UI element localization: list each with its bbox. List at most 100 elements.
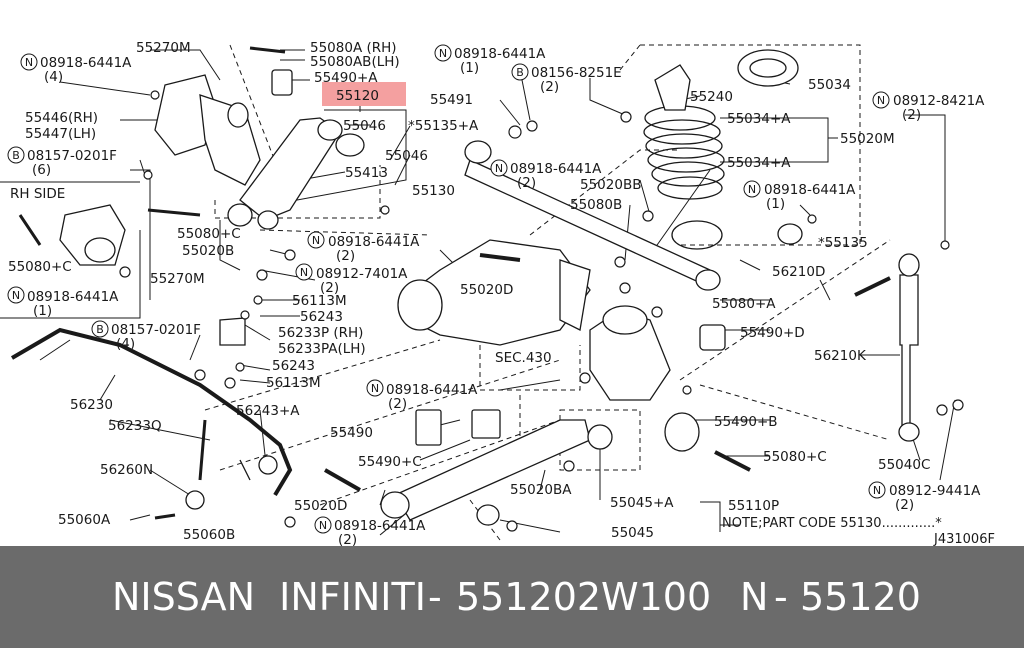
svg-text:B: B <box>516 66 524 79</box>
footer-part-number: 551202W100 <box>456 575 712 619</box>
label-qty-2g: (2) <box>895 497 914 513</box>
label-note: NOTE;PART CODE 55130.............* <box>722 516 942 531</box>
label-56260n: 56260N <box>100 462 153 478</box>
lower-link-55110p-icon <box>394 419 591 521</box>
part-55120-highlight <box>322 82 406 106</box>
svg-text:B: B <box>96 323 104 336</box>
label-55020bb: 55020BB <box>580 177 641 193</box>
label-08918-6441a-g: 08918-6441A <box>386 382 478 398</box>
part-drawings <box>10 46 920 526</box>
label-55020ba: 55020BA <box>510 482 572 498</box>
label-56113m-b: 56113M <box>266 375 321 391</box>
footer-ref-prefix: N <box>740 575 769 619</box>
label-56113m-a: 56113M <box>292 293 347 309</box>
label-55034: 55034 <box>808 77 851 93</box>
callout-marker-letters: N B N N B N N N N N B N N N <box>12 47 885 532</box>
label-55080a-2: 55080+A <box>712 296 776 312</box>
label-08157-0201f-a: 08157-0201F <box>27 148 117 164</box>
label-55270m-top: 55270M <box>136 40 191 56</box>
label-56233q: 56233Q <box>108 418 162 434</box>
svg-text:N: N <box>748 183 756 196</box>
label-08918-6441a-d: 08918-6441A <box>510 161 602 177</box>
label-ref-code: J431006F <box>933 532 995 546</box>
label-55240: 55240 <box>690 89 733 105</box>
footer-ref-code: 55120 <box>800 575 921 619</box>
label-55490: 55490 <box>330 425 373 441</box>
label-56233p: 56233P (RH) <box>278 325 363 341</box>
label-qty-2a: (2) <box>540 79 559 95</box>
label-56210k: 56210K <box>814 348 867 364</box>
label-56243-b: 56243 <box>272 358 315 374</box>
label-08156-8251e: 08156-8251E <box>531 65 622 81</box>
label-55447: 55447(LH) <box>25 126 96 142</box>
footer-brand: NISSAN INFINITI <box>112 575 426 619</box>
label-qty-2h: (2) <box>338 532 357 546</box>
svg-text:B: B <box>12 149 20 162</box>
footer-separator-2: - <box>774 575 788 619</box>
coil-spring-55020m-icon <box>643 105 725 250</box>
label-55060a: 55060A <box>58 512 111 528</box>
label-56233pa: 56233PA(LH) <box>278 341 366 357</box>
label-55020m: 55020M <box>840 131 895 147</box>
svg-text:N: N <box>439 47 447 60</box>
label-55080a: 55080A (RH) <box>310 40 397 56</box>
label-55490a: 55490+A <box>314 70 378 86</box>
label-55045: 55045 <box>611 525 654 541</box>
label-08918-6441a-c: 08918-6441A <box>454 46 546 62</box>
stabilizer-bar-56230-icon <box>10 327 293 497</box>
bump-stop-55240-icon <box>654 64 691 111</box>
callout-markers <box>7 44 890 534</box>
bushing-55046-icon <box>335 133 365 157</box>
label-55490c: 55490+C <box>358 454 422 470</box>
label-55046-a: 55046 <box>343 118 386 134</box>
label-56230: 56230 <box>70 397 113 413</box>
label-qty-1a: (1) <box>33 303 52 319</box>
svg-text:N: N <box>12 289 20 302</box>
label-55045a: 55045+A <box>610 495 674 511</box>
label-55020d-a: 55020D <box>460 282 513 298</box>
label-56210d: 56210D <box>772 264 825 280</box>
label-55491: 55491 <box>430 92 473 108</box>
bushing-55490b-icon <box>664 412 700 452</box>
label-rh-side: RH SIDE <box>10 186 65 202</box>
label-55080c-b: 55080+C <box>8 259 72 275</box>
parts-diagram: N B N N B N N N N N B N N N 55270M 55080… <box>0 40 995 546</box>
label-55020d-b: 55020D <box>294 498 347 514</box>
label-08912-9441a: 08912-9441A <box>889 483 981 499</box>
label-55080c-c: 55080+C <box>763 449 827 465</box>
fasteners <box>119 90 964 532</box>
label-55034a-2: 55034+A <box>727 155 791 171</box>
svg-text:N: N <box>877 94 885 107</box>
label-55034a: 55034+A <box>727 111 791 127</box>
label-55060b: 55060B <box>183 527 235 543</box>
label-08918-6441a-f: 08918-6441A <box>328 234 420 250</box>
label-55080b: 55080B <box>570 197 622 213</box>
label-08918-6441a-b: 08918-6441A <box>27 289 119 305</box>
label-55080ab: 55080AB(LH) <box>310 54 400 70</box>
label-qty-6: (6) <box>32 162 51 178</box>
label-qty-2c: (2) <box>517 175 536 191</box>
svg-text:N: N <box>312 234 320 247</box>
label-55413: 55413 <box>345 165 388 181</box>
svg-text:N: N <box>873 484 881 497</box>
label-08918-6441a-a: 08918-6441A <box>40 55 132 71</box>
svg-text:N: N <box>371 382 379 395</box>
label-qty-2e: (2) <box>320 280 339 296</box>
svg-text:N: N <box>319 519 327 532</box>
label-08918-6441a-h: 08918-6441A <box>334 518 426 534</box>
label-55046-b: 55046 <box>385 148 428 164</box>
label-08918-6441a-e: 08918-6441A <box>764 182 856 198</box>
label-55270m-b: 55270M <box>150 271 205 287</box>
label-55130: 55130 <box>412 183 455 199</box>
label-55490b: 55490+B <box>714 414 778 430</box>
label-55135: *55135 <box>818 235 868 251</box>
label-55135a: *55135+A <box>408 118 479 134</box>
label-sec430: SEC.430 <box>495 350 552 366</box>
label-qty-2b: (2) <box>902 107 921 123</box>
label-08912-7401a: 08912-7401A <box>316 266 408 282</box>
label-qty-2f: (2) <box>388 396 407 412</box>
label-56243a: 56243+A <box>236 403 300 419</box>
label-55490d: 55490+D <box>740 325 805 341</box>
label-55446: 55446(RH) <box>25 110 98 126</box>
label-08157-0201f-b: 08157-0201F <box>111 322 201 338</box>
